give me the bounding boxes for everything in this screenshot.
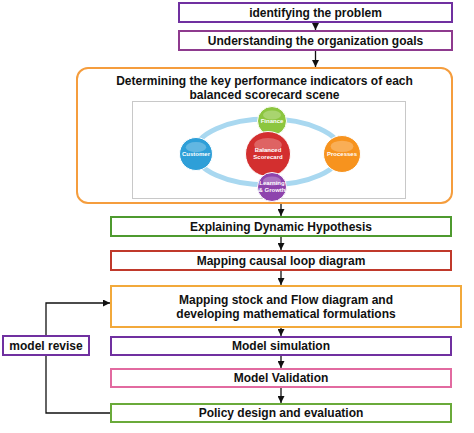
circle-label: Finance — [261, 118, 284, 125]
flow-arrow — [46, 303, 110, 335]
box-label: Explaining Dynamic Hypothesis — [190, 220, 372, 234]
box-label: model revise — [9, 339, 82, 353]
scorecard-circle: Customer — [179, 137, 213, 171]
process-box: identifying the problem — [178, 2, 453, 23]
process-box: model revise — [2, 335, 90, 356]
image-frame — [133, 102, 406, 199]
process-box: Mapping causal loop diagram — [110, 250, 452, 271]
flow-arrow — [280, 356, 281, 368]
scorecard-circle: Learning & Growth — [257, 172, 287, 202]
scorecard-circle: Processes — [323, 135, 361, 173]
process-box: Understanding the organization goals — [178, 30, 453, 51]
circle-fill — [246, 132, 291, 177]
flow-arrow — [315, 23, 316, 30]
circle-label: Processes — [327, 151, 357, 158]
flow-arrow — [315, 51, 316, 67]
box-label: Policy design and evaluation — [199, 406, 364, 420]
circle-label: Customer — [182, 151, 210, 158]
process-box: Determining the key performance indicato… — [76, 67, 453, 204]
circle-fill — [258, 107, 287, 136]
process-box: Model simulation — [110, 336, 452, 356]
flow-arrow — [280, 237, 281, 250]
process-box: Policy design and evaluation — [110, 403, 452, 423]
process-box: Explaining Dynamic Hypothesis — [110, 216, 452, 237]
box-label: Model Validation — [234, 371, 329, 385]
process-box: Mapping stock and Flow diagram and devel… — [110, 285, 462, 328]
circle-label: Learning & Growth — [257, 180, 287, 194]
box-label: identifying the problem — [249, 6, 382, 20]
circle-fill — [258, 173, 287, 202]
box-label: Understanding the organization goals — [208, 34, 423, 48]
box-label: Mapping stock and Flow diagram and devel… — [155, 293, 417, 321]
flow-arrow — [280, 388, 281, 403]
box-label: Determining the key performance indicato… — [112, 74, 417, 102]
circle-label: Balanced Scorecard — [245, 147, 291, 161]
flow-arrow — [46, 356, 110, 413]
circle-fill — [180, 138, 213, 171]
flow-arrow — [280, 328, 281, 336]
box-label: Mapping causal loop diagram — [197, 254, 366, 268]
process-box: Model Validation — [110, 368, 452, 388]
circle-highlight — [331, 141, 354, 152]
flow-arrow — [280, 271, 281, 285]
flow-arrow — [280, 204, 281, 216]
scorecard-circle: Balanced Scorecard — [245, 131, 291, 177]
circle-fill — [324, 136, 361, 173]
box-label: Model simulation — [232, 339, 330, 353]
